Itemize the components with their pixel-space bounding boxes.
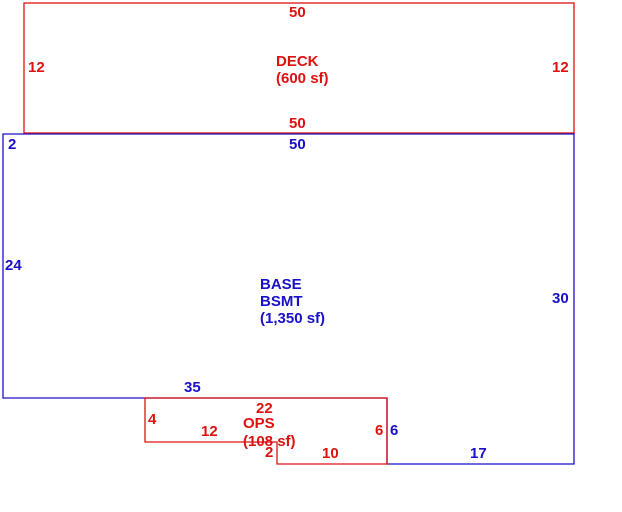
ops-top-dimension: 22 (256, 400, 273, 417)
ops-step-dimension: 2 (265, 444, 273, 461)
ops-bottom-dimension: 10 (322, 445, 339, 462)
base-top-dimension: 50 (289, 136, 306, 153)
ops-outline (144, 397, 388, 465)
deck-bottom-dimension: 50 (289, 115, 306, 132)
base-name-label-line1: BASE (260, 276, 302, 293)
base-notch-right-dimension: 6 (390, 422, 398, 439)
ops-left-dimension: 4 (148, 411, 157, 428)
base-right-dimension: 30 (552, 290, 569, 307)
deck-right-dimension: 12 (552, 59, 569, 76)
base-left-dimension: 24 (5, 257, 22, 274)
deck-left-dimension: 12 (28, 59, 45, 76)
ops-area-label: (108 sf) (243, 433, 296, 450)
deck-name-label: DECK (276, 53, 319, 70)
ops-right-dimension: 6 (375, 422, 383, 439)
ops-name-label: OPS (243, 415, 275, 432)
base-area-label: (1,350 sf) (260, 310, 325, 327)
base-bottom-left-dimension: 35 (184, 379, 201, 396)
deck-area-label: (600 sf) (276, 70, 329, 87)
deck-top-dimension: 50 (289, 4, 306, 21)
ops-bottom-left-dimension: 12 (201, 423, 218, 440)
base-name-label-line2: BSMT (260, 293, 303, 310)
deck-outline (23, 2, 575, 134)
base-bottom-right-dimension: 17 (470, 445, 487, 462)
base-top-left-dimension: 2 (8, 136, 16, 153)
